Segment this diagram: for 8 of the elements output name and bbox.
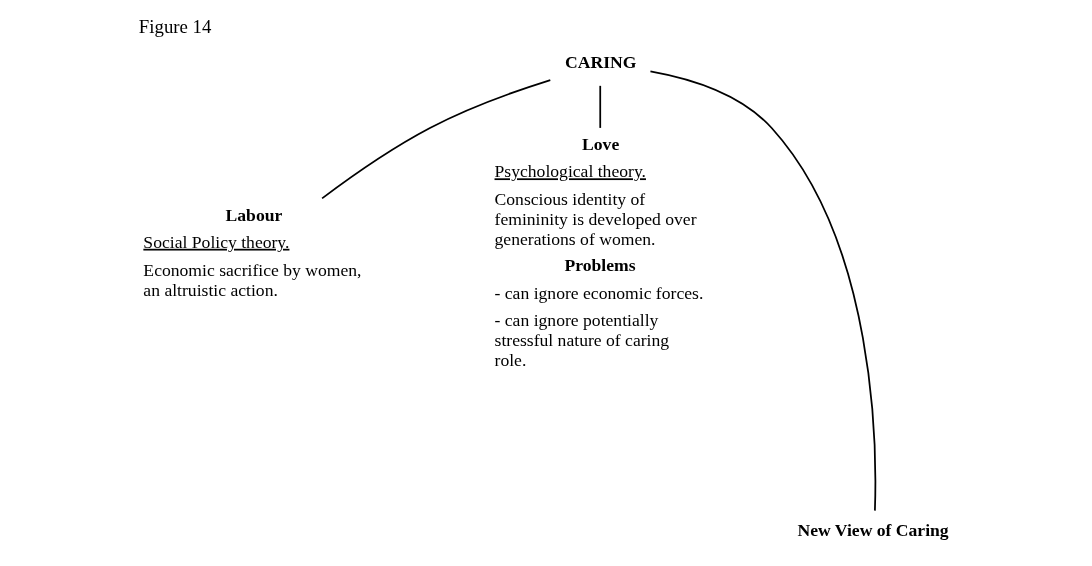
node-text: Labour Social Policy theory. Economic sacrifice by women, an altruistic action. bbox=[142, 204, 361, 300]
node-text: New View of Caring bbox=[797, 519, 949, 540]
connector bbox=[649, 70, 876, 512]
diagram-title: Figure 14 bbox=[138, 15, 211, 37]
connector bbox=[320, 79, 551, 200]
node-text: CARING bbox=[564, 52, 636, 73]
connector bbox=[598, 84, 601, 129]
node-text: Love Psychological theory. Conscious identity of femininity is developed over generations of women. Problems - can ignore economic forces. - can ignore potentially stressful nature of caring role. bbox=[494, 134, 703, 371]
